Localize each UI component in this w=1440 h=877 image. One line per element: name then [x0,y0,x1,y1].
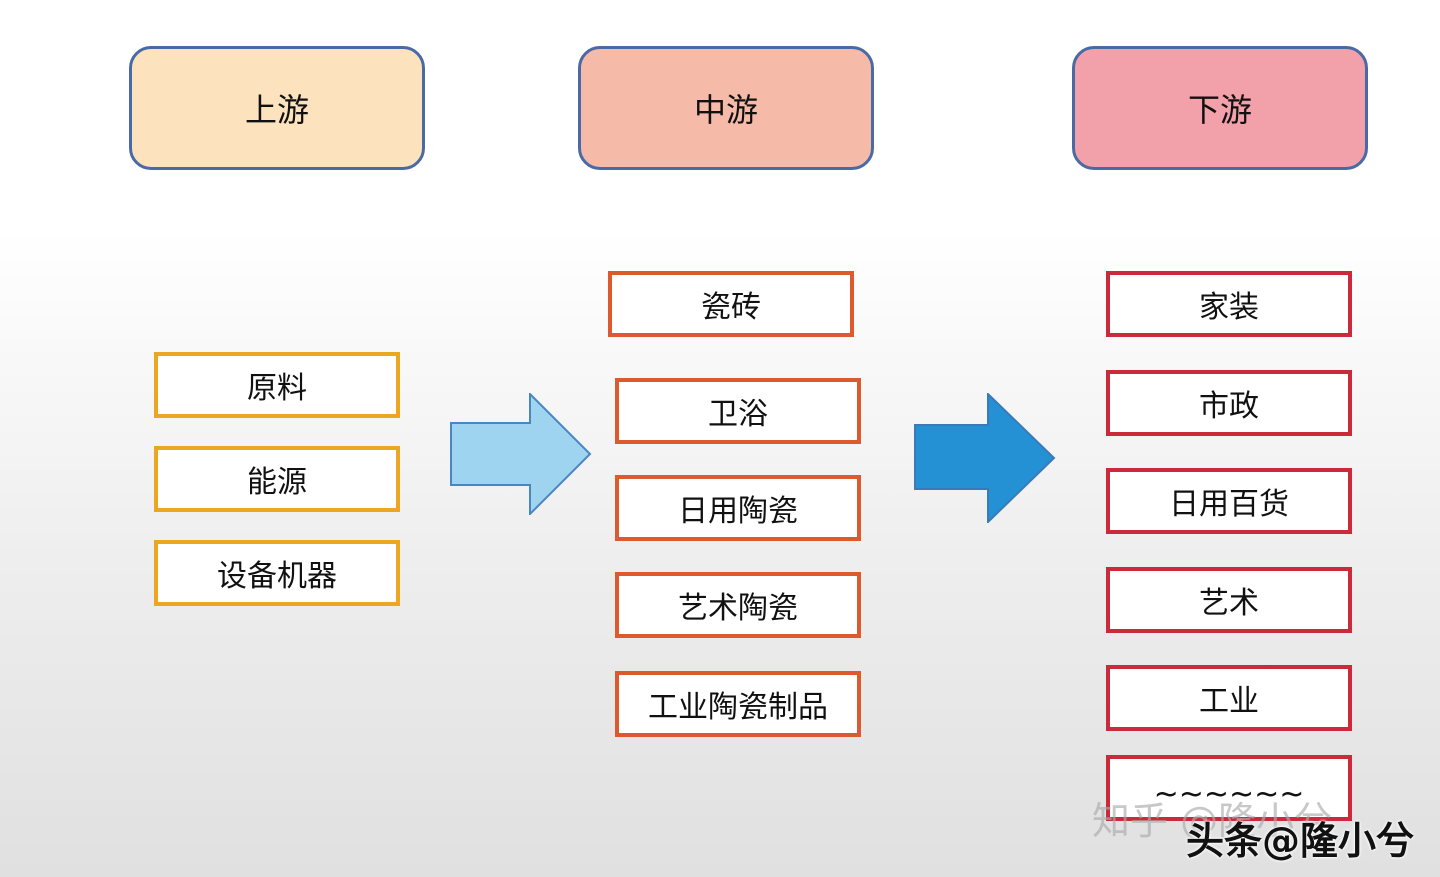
downstream-item-label: ~~~~~~ [1153,777,1305,812]
downstream-item-home-decoration: 家装 [1106,271,1352,337]
midstream-item-label: 瓷砖 [701,290,761,325]
midstream-header-label: 中游 [693,91,758,129]
downstream-item-label: 市政 [1199,389,1259,424]
upstream-item-raw-materials: 原料 [154,352,400,418]
right-arrow-icon [450,393,592,515]
downstream-item-label: 日用百货 [1169,487,1289,522]
zhihu-watermark: 知乎 @隆小兮 [1092,799,1333,843]
downstream-item-industry: 工业 [1106,665,1352,731]
downstream-item-label: 工业 [1199,684,1259,719]
midstream-item-label: 卫浴 [708,397,768,432]
midstream-item-label: 艺术陶瓷 [678,591,798,626]
downstream-item-daily-goods: 日用百货 [1106,468,1352,534]
downstream-item-art: 艺术 [1106,567,1352,633]
upstream-header-label: 上游 [244,91,309,129]
upstream-item-label: 原料 [247,371,307,406]
downstream-item-label: 家装 [1199,290,1259,325]
midstream-item-daily-ceramics: 日用陶瓷 [615,475,861,541]
midstream-header: 中游 [578,46,874,170]
downstream-item-municipal: 市政 [1106,370,1352,436]
midstream-item-sanitary-ware: 卫浴 [615,378,861,444]
midstream-item-industrial-ceramics: 工业陶瓷制品 [615,671,861,737]
upstream-item-equipment: 设备机器 [154,540,400,606]
downstream-item-label: 艺术 [1199,586,1259,621]
downstream-header: 下游 [1072,46,1368,170]
toutiao-watermark: 头条@隆小兮 [1186,819,1415,863]
upstream-item-label: 能源 [247,465,307,500]
upstream-header: 上游 [129,46,425,170]
downstream-item-more: ~~~~~~ [1106,755,1352,821]
midstream-item-art-ceramics: 艺术陶瓷 [615,572,861,638]
right-arrow-icon [914,393,1056,523]
midstream-item-tiles: 瓷砖 [608,271,854,337]
midstream-item-label: 工业陶瓷制品 [648,690,828,725]
upstream-item-label: 设备机器 [217,559,337,594]
upstream-item-energy: 能源 [154,446,400,512]
downstream-header-label: 下游 [1187,91,1252,129]
midstream-item-label: 日用陶瓷 [678,494,798,529]
